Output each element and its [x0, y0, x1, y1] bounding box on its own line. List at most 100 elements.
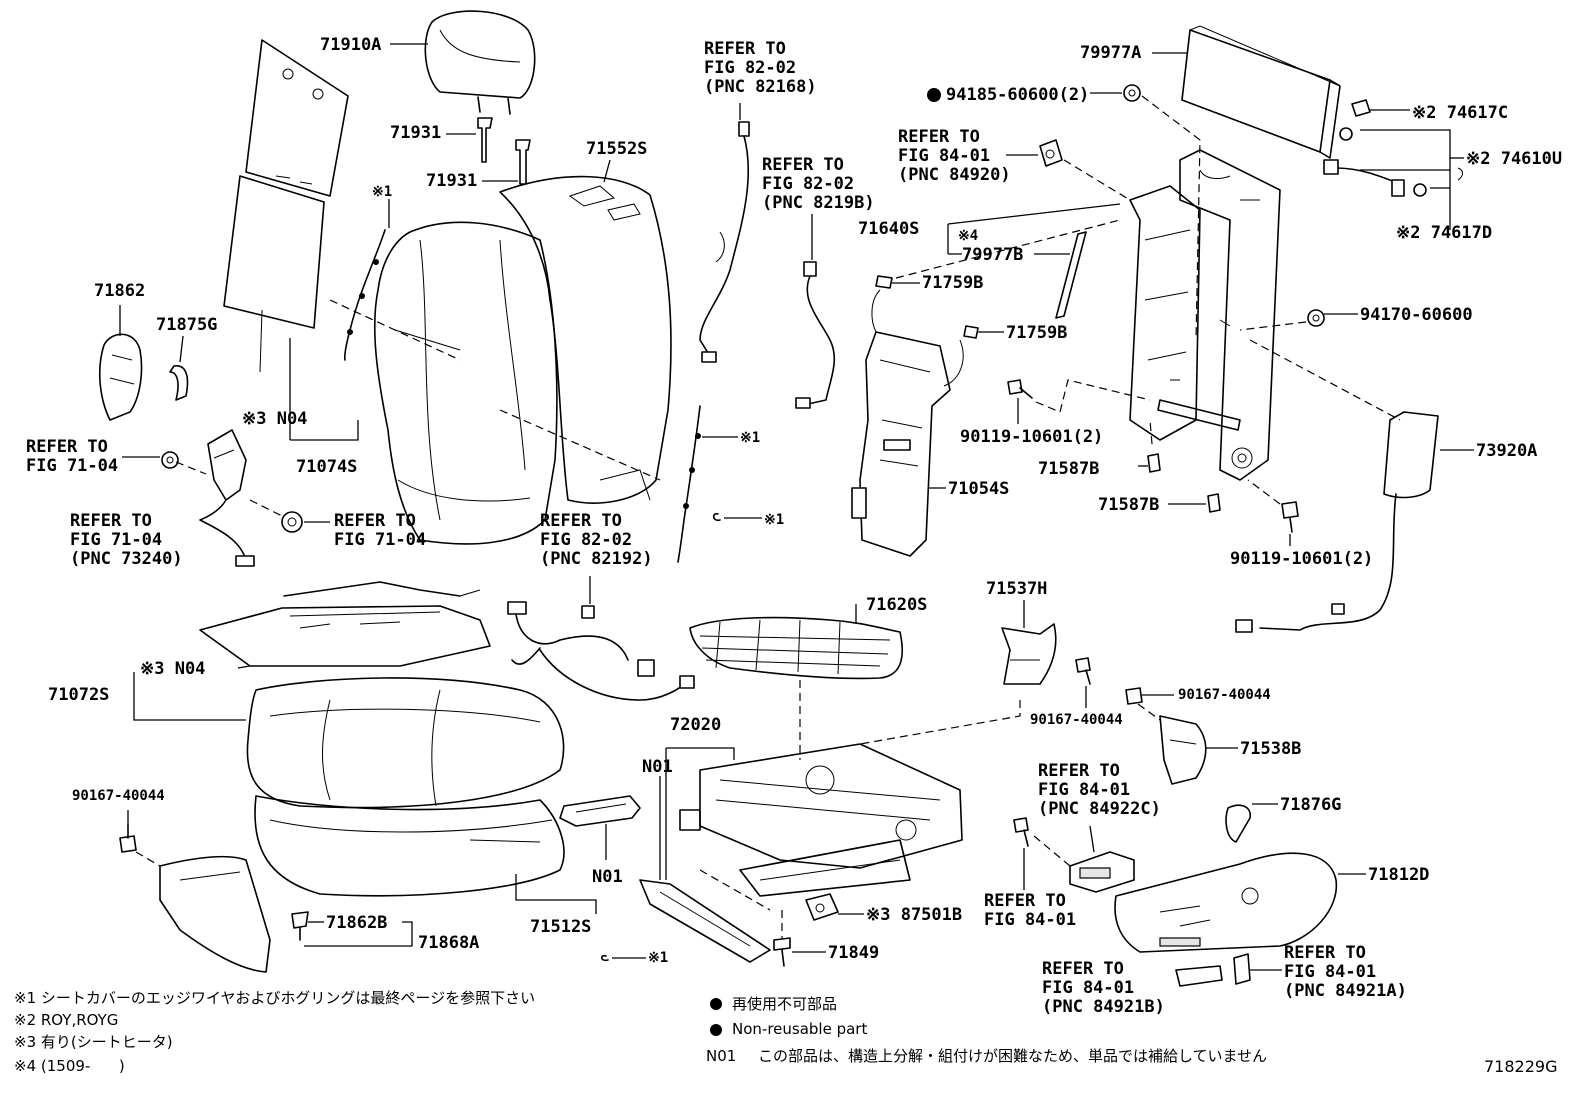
- ref-fig-82-02-8219B[interactable]: REFER TO FIG 82-02 (PNC 8219B): [762, 155, 875, 213]
- knob-84921A[interactable]: [1233, 953, 1251, 985]
- label-71862[interactable]: 71862: [94, 281, 146, 301]
- label-71640S[interactable]: 71640S: [858, 219, 920, 239]
- bolt-90167-c[interactable]: [119, 823, 137, 853]
- harness-8219B[interactable]: [795, 261, 836, 409]
- label-71759B-b[interactable]: 71759B: [1006, 323, 1068, 343]
- cushion-frame-72020[interactable]: [639, 743, 963, 963]
- label-71910A[interactable]: 71910A: [320, 35, 382, 55]
- label-74610U[interactable]: ※2 74610U: [1466, 149, 1563, 169]
- label-71587B-b[interactable]: 71587B: [1098, 495, 1160, 515]
- label-90119-b[interactable]: 90119-10601(2): [1230, 549, 1374, 569]
- label-90167-b[interactable]: 90167-40044: [1178, 687, 1271, 703]
- label-71862B[interactable]: 71862B: [326, 913, 388, 933]
- nut-94185[interactable]: [1123, 84, 1141, 102]
- label-71538B[interactable]: 71538B: [1240, 739, 1302, 759]
- label-71552S[interactable]: 71552S: [586, 139, 648, 159]
- cushion-spring-71620S[interactable]: [689, 616, 903, 680]
- seat-cushion-cover-71072S[interactable]: [246, 677, 565, 809]
- nut-94170[interactable]: [1307, 309, 1325, 327]
- label-90167-a[interactable]: 90167-40044: [1030, 712, 1123, 728]
- front-cover-71868A[interactable]: [159, 855, 271, 973]
- strip-79977B[interactable]: [1055, 231, 1087, 319]
- bracket-71538B[interactable]: [1159, 715, 1207, 785]
- seatback-board[interactable]: [223, 39, 349, 373]
- harness-74610U[interactable]: [1323, 127, 1463, 197]
- label-71587B-a[interactable]: 71587B: [1038, 459, 1100, 479]
- lumbar-support-71054S[interactable]: [851, 289, 964, 557]
- label-90167-c[interactable]: 90167-40044: [72, 788, 165, 804]
- bolt-71849[interactable]: [773, 937, 791, 967]
- label-72020[interactable]: 72020: [670, 715, 722, 735]
- ref-fig-71-04-a[interactable]: REFER TO FIG 71-04: [26, 437, 119, 476]
- label-74617C[interactable]: ※2 74617C: [1412, 103, 1509, 123]
- ref-fig-82-02-82192[interactable]: REFER TO FIG 82-02 (PNC 82192): [540, 511, 653, 569]
- label-x3-n04-bottom[interactable]: ※3 N04: [140, 659, 206, 679]
- seat-cushion-pad-71512S[interactable]: [254, 795, 565, 897]
- trim-cover-71862[interactable]: [98, 333, 143, 421]
- label-73920A[interactable]: 73920A: [1476, 441, 1538, 461]
- bolt-90167-a[interactable]: [1075, 657, 1091, 685]
- ref-fig-84-01-84921B[interactable]: REFER TO FIG 84-01 (PNC 84921B): [1042, 959, 1165, 1017]
- label-71620S[interactable]: 71620S: [866, 595, 928, 615]
- bracket-71587B-b[interactable]: [1207, 493, 1221, 513]
- label-71072S[interactable]: 71072S: [48, 685, 110, 705]
- harness-82168[interactable]: [699, 121, 750, 363]
- label-79977B[interactable]: 79977B: [962, 245, 1024, 265]
- bolt-90119-a[interactable]: [1007, 379, 1033, 399]
- label-79977A[interactable]: 79977A: [1080, 43, 1142, 63]
- headrest-71910A[interactable]: [424, 10, 536, 115]
- bolt-90119-b[interactable]: [1281, 501, 1299, 533]
- side-airbag-73920A[interactable]: [1235, 411, 1439, 633]
- label-71759B-a[interactable]: 71759B: [922, 273, 984, 293]
- bolt-90167-b[interactable]: [1125, 687, 1143, 705]
- ref-fig-71-04-b[interactable]: REFER TO FIG 71-04: [334, 511, 427, 550]
- label-71849[interactable]: 71849: [828, 943, 880, 963]
- label-71875G[interactable]: 71875G: [156, 315, 218, 335]
- seatback-pad-71552S[interactable]: [499, 175, 672, 504]
- ref-fig-84-01-84922C[interactable]: REFER TO FIG 84-01 (PNC 84922C): [1038, 761, 1161, 819]
- ref-fig-84-01-84921A[interactable]: REFER TO FIG 84-01 (PNC 84921A): [1284, 943, 1407, 1001]
- harness-82192[interactable]: [507, 601, 695, 701]
- headrest-guide-71931[interactable]: [477, 117, 531, 185]
- frame-cover-N01[interactable]: [559, 795, 641, 827]
- cover-71876G[interactable]: [1225, 804, 1251, 843]
- bracket-71537H[interactable]: [1001, 623, 1057, 685]
- clip-71862B[interactable]: [291, 911, 309, 941]
- ref-fig-84-01-plain[interactable]: REFER TO FIG 84-01: [984, 891, 1077, 930]
- edge-wire-top[interactable]: [343, 229, 386, 361]
- edge-wire-mid[interactable]: [677, 405, 701, 563]
- label-87501B[interactable]: ※3 87501B: [866, 905, 963, 925]
- seatback-cover-71074S[interactable]: [373, 221, 558, 545]
- label-N01-b[interactable]: N01: [592, 867, 623, 887]
- bolt-ref-84-01[interactable]: [1013, 817, 1029, 847]
- label-94170[interactable]: 94170-60600: [1360, 305, 1473, 325]
- side-shield-71812D[interactable]: [1114, 852, 1338, 953]
- knob-84921B[interactable]: [1175, 965, 1223, 987]
- label-71074S[interactable]: 71074S: [296, 457, 358, 477]
- label-71537H[interactable]: 71537H: [986, 579, 1048, 599]
- label-71812D[interactable]: 71812D: [1368, 865, 1430, 885]
- cover-71875G[interactable]: [169, 365, 189, 401]
- clip-84920[interactable]: [1039, 139, 1063, 167]
- label-71054S[interactable]: 71054S: [948, 479, 1010, 499]
- label-94185[interactable]: 94185-60600(2): [946, 85, 1090, 105]
- ref-fig-82-02-82168[interactable]: REFER TO FIG 82-02 (PNC 82168): [704, 39, 817, 97]
- clip-71759B-a[interactable]: [875, 275, 893, 289]
- label-90119-a[interactable]: 90119-10601(2): [960, 427, 1104, 447]
- back-pad-79977A[interactable]: [1181, 25, 1341, 159]
- bolt-ref-fig7104[interactable]: [161, 451, 303, 533]
- label-71868A[interactable]: 71868A: [418, 933, 480, 953]
- label-71931-a[interactable]: 71931: [390, 123, 442, 143]
- label-71512S[interactable]: 71512S: [530, 917, 592, 937]
- sensor-87501B[interactable]: [805, 893, 839, 921]
- label-71931-b[interactable]: 71931: [426, 171, 478, 191]
- clip-74617C[interactable]: [1351, 99, 1371, 117]
- label-74617D[interactable]: ※2 74617D: [1396, 223, 1493, 243]
- ref-fig-71-04-pnc[interactable]: REFER TO FIG 71-04 (PNC 73240): [70, 511, 183, 569]
- label-71876G[interactable]: 71876G: [1280, 795, 1342, 815]
- label-x3-n04-top[interactable]: ※3 N04: [242, 409, 308, 429]
- label-N01-a[interactable]: N01: [642, 757, 673, 777]
- clip-71759B-b[interactable]: [963, 325, 979, 339]
- ref-fig-84-01-84920[interactable]: REFER TO FIG 84-01 (PNC 84920): [898, 127, 1011, 185]
- seatback-frame-71640S[interactable]: [1129, 149, 1281, 481]
